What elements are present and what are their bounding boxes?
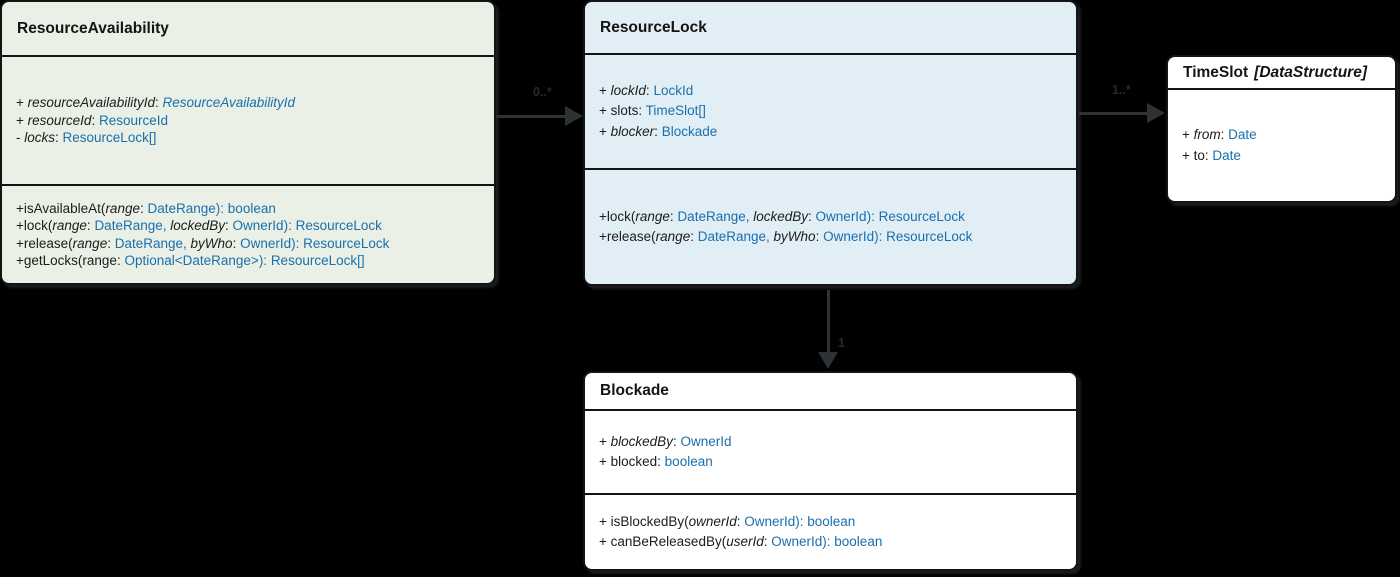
method-line: + canBeReleasedBy(userId: OwnerId): bool… — [599, 534, 883, 549]
attribute-line: + blocker: Blockade — [599, 123, 718, 139]
attributes-section: + blockedBy: OwnerId + blocked: boolean — [585, 411, 1076, 495]
method-line: +isAvailableAt(range: DateRange): boolea… — [16, 200, 276, 216]
class-box-resource-lock: ResourceLock + lockId: LockId + slots: Ti… — [583, 0, 1078, 286]
class-title: ResourceAvailability — [17, 19, 169, 37]
attributes-section: + resourceAvailabilityId: ResourceAvaila… — [2, 57, 494, 186]
edge-line — [496, 115, 567, 118]
class-header: TimeSlot [DataStructure] — [1168, 57, 1395, 90]
method-line: +lock(range: DateRange, lockedBy: OwnerI… — [16, 218, 382, 233]
class-stereotype: [DataStructure] — [1254, 63, 1367, 81]
class-box-resource-availability: ResourceAvailability + resourceAvailabil… — [0, 0, 496, 285]
attribute-line: + from: Date — [1182, 127, 1257, 142]
attributes-section: + lockId: LockId + slots: TimeSlot[] + blo… — [585, 55, 1076, 170]
arrowhead-icon — [818, 352, 838, 369]
attributes-section: + from: Date + to: Date — [1168, 90, 1395, 201]
class-box-time-slot: TimeSlot [DataStructure] + from: Date + t… — [1166, 55, 1397, 203]
class-header: Blockade — [585, 373, 1076, 411]
methods-section: +lock(range: DateRange, lockedBy: OwnerI… — [585, 170, 1076, 284]
attribute-line: + blockedBy: OwnerId — [599, 433, 732, 449]
methods-section: + isBlockedBy(ownerId: OwnerId): boolean… — [585, 495, 1076, 569]
attribute-line: + slots: TimeSlot[] — [599, 103, 706, 119]
attribute-line: - locks: ResourceLock[] — [16, 130, 157, 146]
arrowhead-icon — [1147, 103, 1165, 123]
class-box-blockade: Blockade + blockedBy: OwnerId + blocked: … — [583, 371, 1078, 571]
arrowhead-icon — [565, 106, 583, 126]
edge-line — [827, 290, 830, 354]
method-line: +getLocks(range: Optional<DateRange>): R… — [16, 253, 365, 268]
class-header: ResourceLock — [585, 2, 1076, 55]
class-title: TimeSlot — [1183, 63, 1249, 81]
multiplicity-label: 1..* — [1112, 83, 1131, 97]
methods-section: +isAvailableAt(range: DateRange): boolea… — [2, 186, 494, 283]
method-line: +release(range: DateRange, byWho: OwnerI… — [16, 235, 390, 251]
multiplicity-label: 1 — [838, 336, 845, 350]
multiplicity-label: 0..* — [533, 85, 552, 99]
method-line: +lock(range: DateRange, lockedBy: OwnerI… — [599, 208, 965, 224]
method-line: + isBlockedBy(ownerId: OwnerId): boolean — [599, 513, 856, 529]
attribute-line: + resourceAvailabilityId: ResourceAvaila… — [16, 95, 296, 111]
class-header: ResourceAvailability — [2, 2, 494, 57]
attribute-line: + blocked: boolean — [599, 454, 713, 469]
attribute-line: + to: Date — [1182, 147, 1241, 163]
attribute-line: + resourceId: ResourceId — [16, 112, 168, 128]
class-title: Blockade — [600, 382, 669, 399]
class-title: ResourceLock — [600, 18, 707, 36]
attribute-line: + lockId: LockId — [599, 82, 694, 98]
method-line: +release(range: DateRange, byWho: OwnerI… — [599, 229, 973, 244]
edge-line — [1079, 112, 1149, 115]
